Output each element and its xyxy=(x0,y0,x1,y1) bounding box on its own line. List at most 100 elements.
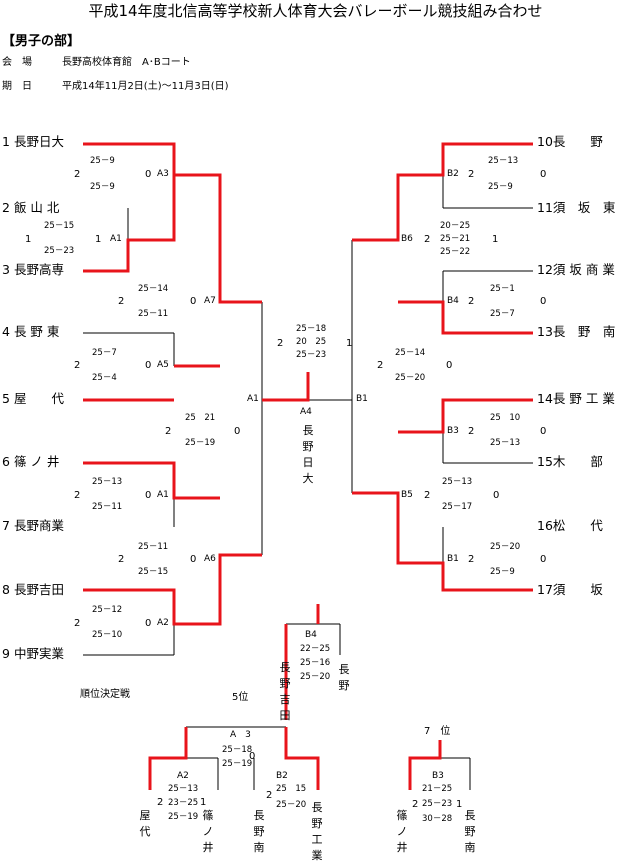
b2-label: B2 xyxy=(447,169,459,179)
team-name: 松 代 xyxy=(552,518,603,533)
p-a3-s2: 25－19 xyxy=(222,759,253,769)
a6-win: 2 xyxy=(118,554,125,565)
b3-lose: 0 xyxy=(540,426,547,437)
b1-match-label: B1 xyxy=(447,554,459,564)
a1a-s1: 25－15 xyxy=(44,221,75,231)
team-no: 1 xyxy=(2,134,10,149)
team-4: 4 長 野 東 xyxy=(2,324,60,339)
a7-lose: 0 xyxy=(190,296,197,307)
asemi-win: 2 xyxy=(165,426,172,437)
bsemi-s1: 25－14 xyxy=(395,348,426,358)
p-b3-s1: 21－25 xyxy=(422,784,453,794)
team-7: 7 長野商業 xyxy=(2,518,64,533)
a1-label: A1 xyxy=(247,394,259,404)
a1a-lose: 1 xyxy=(95,234,102,245)
p-b3-s2: 25－23 xyxy=(422,799,453,809)
team-no: 10 xyxy=(537,134,553,149)
p-a2-lose: 1 xyxy=(200,797,207,808)
team-6: 6 篠 ノ 井 xyxy=(2,455,59,469)
third-label: B4 xyxy=(305,630,317,640)
a1b-lose: 0 xyxy=(145,490,152,501)
p-team-shinonoi: 篠ノ井 xyxy=(202,809,214,854)
venue-label: 会 場 xyxy=(2,57,32,68)
venue-value: 長野高校体育館 A･Bコート xyxy=(62,57,191,68)
team-no: 7 xyxy=(2,518,10,533)
team-name: 長 野 xyxy=(552,134,603,149)
p-a2-s3: 25－19 xyxy=(168,812,199,822)
b6-s2: 25－21 xyxy=(440,234,471,244)
section-heading: 【男子の部】 xyxy=(2,34,81,49)
team-14: 14長 野 工 業 xyxy=(537,391,615,406)
b1-lose: 0 xyxy=(540,554,547,565)
team-name: 飯 山 北 xyxy=(13,200,60,215)
b6-s3: 25－22 xyxy=(440,247,471,257)
a3-s2: 25－9 xyxy=(90,182,115,192)
team-no: 13 xyxy=(537,324,553,339)
a2-s1: 25－12 xyxy=(92,605,123,615)
team-name: 屋 代 xyxy=(13,391,64,406)
a5-lose: 0 xyxy=(145,360,152,371)
b5-label: B5 xyxy=(401,490,413,500)
team-name: 長野商業 xyxy=(13,518,64,533)
b4-lose: 0 xyxy=(540,296,547,307)
a6-lose: 0 xyxy=(190,554,197,565)
p-b2-label: B2 xyxy=(276,771,288,781)
third-s3: 25－20 xyxy=(300,672,331,682)
b6-win: 2 xyxy=(424,234,431,245)
team-3: 3 長野高専 xyxy=(2,262,64,277)
a7-win: 2 xyxy=(118,296,125,307)
a7-label: A7 xyxy=(204,296,216,306)
team-10: 10長 野 xyxy=(537,134,603,149)
p-a2-s1: 25－13 xyxy=(168,784,199,794)
a3-win: 2 xyxy=(74,169,81,180)
team-name: 長 野 東 xyxy=(13,324,60,339)
p-b2-win: 2 xyxy=(266,790,273,801)
b4-s1: 25－1 xyxy=(490,284,515,294)
b4-s2: 25－7 xyxy=(490,309,515,319)
a6-s1: 25－11 xyxy=(138,542,169,552)
asemi-lose: 0 xyxy=(234,426,241,437)
p-b2-s2: 25－20 xyxy=(276,800,307,810)
a1a-label: A1 xyxy=(110,234,122,244)
p-a3-res: 0 xyxy=(249,751,256,762)
b1-label: B1 xyxy=(356,394,368,404)
p-a2-s2: 23－25 xyxy=(168,798,199,808)
final-s2: 20 25 xyxy=(296,337,327,347)
team-no: 9 xyxy=(2,646,10,661)
team-no: 11 xyxy=(537,200,553,215)
p-a2-win: 2 xyxy=(157,797,164,808)
date-label: 期 日 xyxy=(2,81,32,92)
a4-label: A4 xyxy=(300,407,312,417)
team-no: 2 xyxy=(2,200,10,215)
team-name: 須 坂 商 業 xyxy=(552,262,615,277)
date-value: 平成14年11月2日(土)～11月3日(日) xyxy=(62,81,229,92)
a7-s2: 25－11 xyxy=(138,309,169,319)
p-team-naganokogyo: 長野工業 xyxy=(311,801,323,862)
team-2: 2 飯 山 北 xyxy=(2,200,60,215)
a1b-win: 2 xyxy=(74,490,81,501)
b6-lose: 1 xyxy=(492,234,499,245)
team-13: 13長 野 南 xyxy=(537,324,616,339)
team-name: 須 坂 xyxy=(552,582,603,597)
asemi-s2: 25－19 xyxy=(185,438,216,448)
team-no: 16 xyxy=(537,518,553,533)
team-no: 3 xyxy=(2,262,10,277)
team-name: 長野日大 xyxy=(13,134,64,149)
a5-s1: 25－7 xyxy=(92,348,117,358)
a5-label: A5 xyxy=(157,360,169,370)
a7-s1: 25－14 xyxy=(138,284,169,294)
a1a-s2: 25－23 xyxy=(44,246,75,256)
team-12: 12須 坂 商 業 xyxy=(537,262,615,277)
final-s3: 25－23 xyxy=(296,350,327,360)
bsemi-lose: 0 xyxy=(446,360,453,371)
team-no: 14 xyxy=(537,391,553,406)
p-b2-s1: 25 15 xyxy=(276,784,307,794)
a6-label: A6 xyxy=(204,554,216,564)
team-name: 長 野 南 xyxy=(552,324,616,339)
a1b-s1: 25－13 xyxy=(92,477,123,487)
b5-lose: 0 xyxy=(493,490,500,501)
page-title: 平成14年度北信高等学校新人体育大会バレーボール競技組み合わせ xyxy=(88,2,543,20)
b6-label: B6 xyxy=(401,234,413,244)
b1-s1: 25－20 xyxy=(490,542,521,552)
